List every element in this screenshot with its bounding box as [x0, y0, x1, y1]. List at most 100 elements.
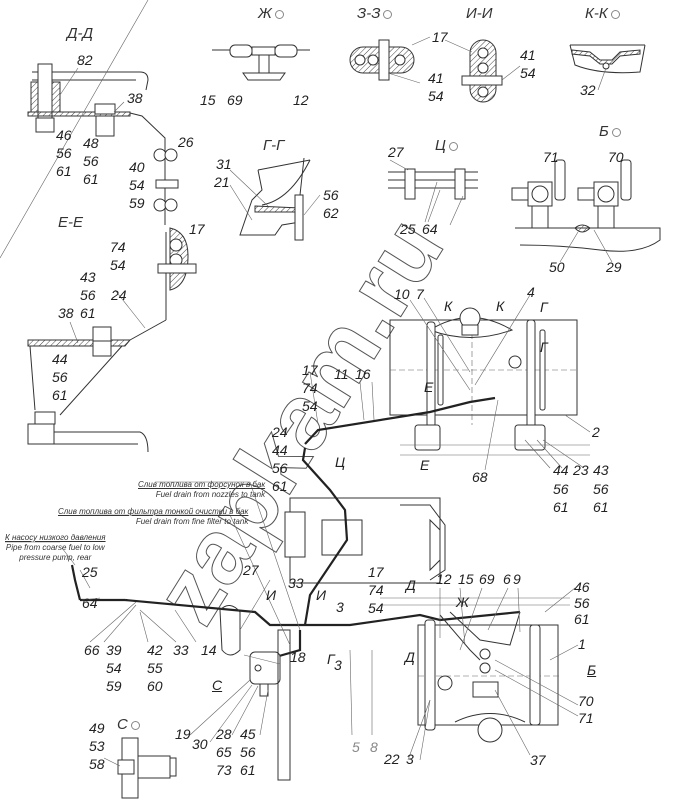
view-marker-icon [448, 141, 458, 151]
callout: 61 [56, 163, 72, 179]
callout: 18 [290, 649, 306, 665]
section-marker: 3 [336, 599, 344, 615]
note-pump-en-1: Pipe from coarse fuel to low [5, 543, 105, 552]
callout: 56 [272, 460, 288, 476]
callout: 59 [129, 195, 145, 211]
leader-lines [5, 294, 591, 761]
callout: 56 [593, 481, 609, 497]
note-filter-ru: Слив топлива от фильтра тонкой очистки в… [58, 507, 249, 516]
note-filter-en: Fuel drain from fine filter to tank [135, 517, 249, 526]
section-title-dd: Д-Д [67, 25, 93, 42]
section-b-drawing [511, 159, 661, 263]
section-title-c: С [117, 716, 140, 733]
callout: 49 [89, 720, 105, 736]
callout: 50 [549, 259, 565, 275]
callout: 15 [200, 92, 216, 108]
section-marker: К [444, 298, 453, 314]
callout: 68 [472, 469, 488, 485]
section-b-label: Б [599, 123, 609, 140]
callout: 74 [302, 380, 318, 396]
callout: 56 [574, 595, 590, 611]
note-nozzles-drain: Слив топлива от форсунок в бак Fuel drai… [138, 480, 265, 500]
note-pump-en-2: pressure pump, rear [19, 553, 92, 562]
note-filter-drain: Слив топлива от фильтра тонкой очистки в… [58, 507, 248, 527]
view-marker-icon [130, 720, 140, 730]
note-nozzles-ru: Слив топлива от форсунок в бак [138, 480, 266, 489]
callout: 7 [416, 286, 424, 302]
section-marker: Г [540, 299, 548, 315]
callout: 23 [573, 462, 589, 478]
section-title-ii: И-И [466, 5, 492, 22]
section-marker: Г [540, 339, 548, 355]
note-pump-ru: К насосу низкого давления [5, 533, 106, 542]
section-kk-label: К-К [585, 5, 608, 22]
callout: 44 [272, 442, 288, 458]
section-ii-label: И-И [466, 5, 493, 22]
callout: 6 [503, 571, 511, 587]
callout: 61 [80, 305, 96, 321]
callout: 43 [80, 269, 96, 285]
callout: 82 [77, 52, 93, 68]
callout: 44 [52, 351, 68, 367]
callout: 10 [394, 286, 410, 302]
callout: 60 [147, 678, 163, 694]
section-marker: 3 [334, 657, 342, 673]
callout: 69 [479, 571, 495, 587]
section-ts-label: Ц [435, 137, 446, 154]
view-marker-icon [383, 9, 393, 19]
section-zh-drawing [212, 44, 310, 81]
callout: 56 [83, 153, 99, 169]
callout: 54 [106, 660, 122, 676]
callout: 54 [428, 88, 444, 104]
callout: 11 [334, 366, 349, 382]
callout: 2 [592, 424, 600, 440]
section-c-label: С [117, 716, 128, 733]
callout: 3 [406, 751, 414, 767]
note-low-pressure-pump: К насосу низкого давления Pipe from coar… [5, 533, 106, 563]
callout: 54 [110, 257, 126, 273]
callout: 54 [520, 65, 536, 81]
callout: 27 [243, 562, 259, 578]
callout: 28 [216, 726, 232, 742]
callout: 48 [83, 135, 99, 151]
callout: 32 [580, 82, 596, 98]
callout: 4 [527, 284, 535, 300]
upper-tank-drawing [389, 307, 590, 456]
section-title-b: Б [599, 123, 621, 140]
callout: 17 [368, 564, 384, 580]
callout: 54 [129, 177, 145, 193]
section-dd-label: Д-Д [67, 25, 94, 42]
callout: 29 [606, 259, 622, 275]
callout: 41 [428, 70, 444, 86]
section-ts-drawing [388, 159, 478, 226]
callout: 21 [214, 174, 230, 190]
callout: 16 [355, 366, 371, 382]
callout: 70 [578, 693, 594, 709]
callout: 45 [240, 726, 256, 742]
view-marker-icon [274, 9, 284, 19]
section-marker: Г [327, 651, 335, 667]
lower-tank-drawing [380, 597, 570, 743]
callout: 61 [83, 171, 99, 187]
note-nozzles-en: Fuel drain from nozzles to tank [155, 490, 266, 499]
section-title-kk: К-К [585, 5, 620, 22]
section-gg-label: Г-Г [263, 137, 285, 154]
callout: 54 [302, 398, 318, 414]
section-dd-drawing [27, 63, 179, 225]
callout: 61 [240, 762, 256, 778]
section-marker: И [266, 587, 277, 603]
section-c-drawing [103, 737, 177, 799]
callout: 8 [370, 739, 378, 755]
callout: 30 [192, 736, 208, 752]
section-title-zz: З-З [357, 5, 393, 22]
callout: 58 [89, 756, 105, 772]
section-gg-drawing [229, 157, 321, 241]
view-marker-icon [611, 127, 621, 137]
callout: 25 [400, 221, 416, 237]
callout: 69 [227, 92, 243, 108]
callout: 38 [127, 90, 143, 106]
section-title-ee: Е-Е [58, 214, 83, 231]
callout: 17 [189, 221, 205, 237]
section-marker: Е [424, 379, 434, 395]
callout: 53 [89, 738, 105, 754]
